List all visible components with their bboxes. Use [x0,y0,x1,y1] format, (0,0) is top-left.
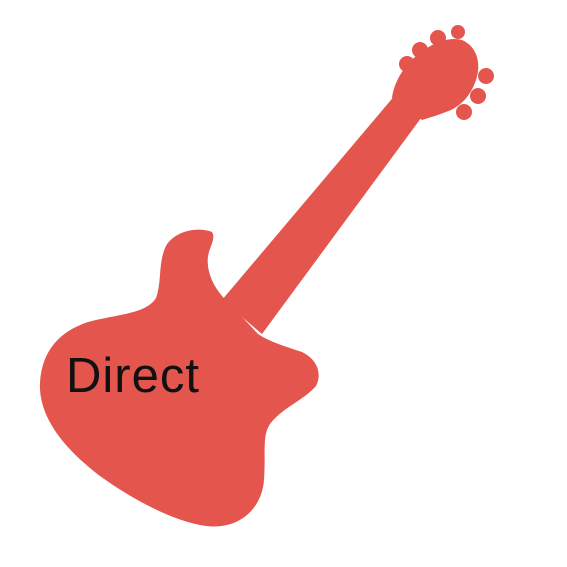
guitar-body [39,229,319,527]
tuning-peg [430,30,446,46]
tuning-peg [412,42,428,58]
tuning-peg [399,56,415,72]
guitar-headstock [392,38,479,120]
tuning-peg [451,25,465,39]
tuning-peg [456,104,472,120]
logo-text: Direct [66,349,200,403]
guitar-shape [39,25,494,527]
guitar-neck [222,94,424,334]
tuning-peg [478,68,494,84]
tuning-peg [470,88,486,104]
